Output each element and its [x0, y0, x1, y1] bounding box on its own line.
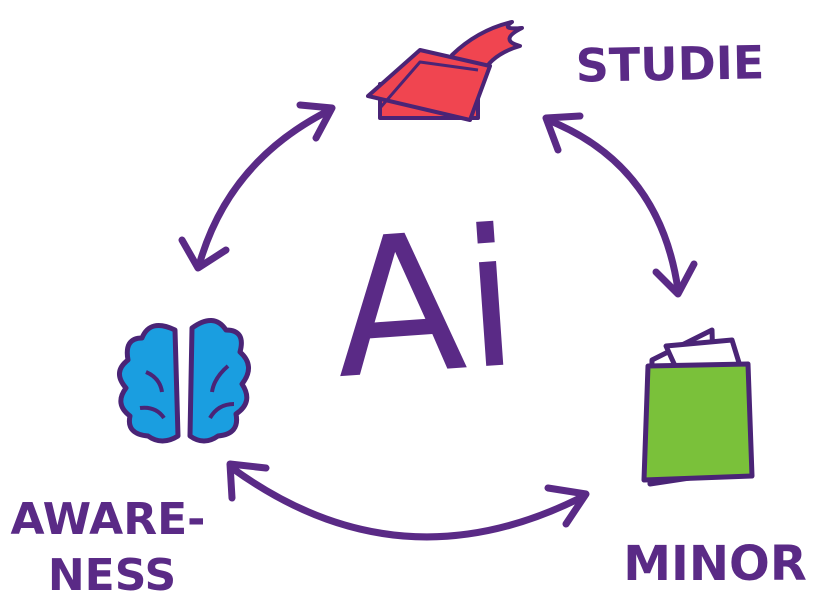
- studie-label: STUDIE: [575, 35, 765, 92]
- center-label: Ai: [326, 188, 524, 421]
- arrow-studie-awareness: [178, 101, 336, 272]
- awareness-label-line2: NESS: [48, 550, 176, 601]
- brain-icon: [117, 318, 251, 444]
- awareness-label-line1: AWARE-: [11, 494, 206, 545]
- arrow-studie-minor: [542, 112, 698, 298]
- graduation-cap-icon: [366, 20, 524, 122]
- arrow-awareness-minor: [226, 460, 590, 541]
- book-icon: [641, 327, 755, 487]
- minor-label: MINOR: [623, 536, 807, 592]
